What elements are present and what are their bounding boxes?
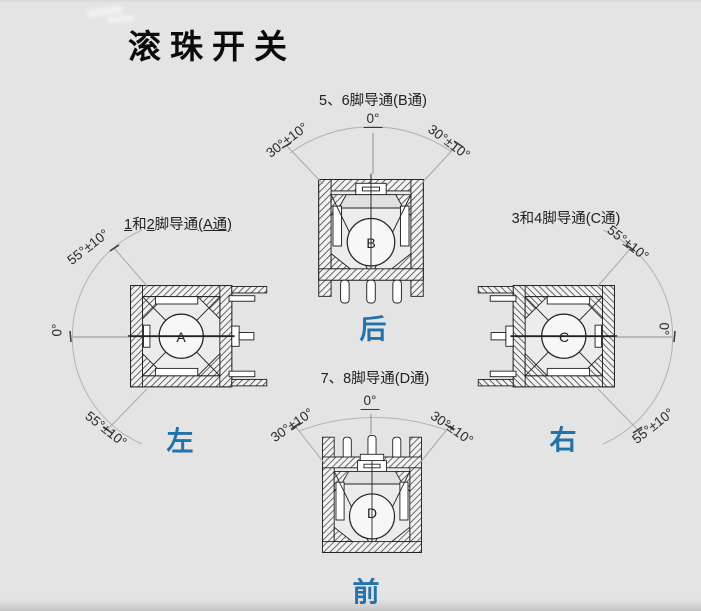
caption-seg: (A通): [198, 217, 232, 233]
ball-letter-back: B: [366, 235, 376, 251]
dimension-lines-left: [69, 229, 148, 445]
zero-angle-right: 0°: [656, 322, 672, 336]
view-caption-left: 1和2脚导通(A通): [124, 213, 232, 234]
view-caption-right: 3和4脚导通(C通): [511, 211, 621, 227]
switch-drawing-left: [126, 284, 268, 388]
direction-label-front: 前: [352, 577, 380, 608]
direction-label-left: 左: [166, 426, 194, 457]
zero-angle-back: 0°: [363, 111, 383, 128]
zero-angle-left: 0°: [49, 323, 65, 337]
switch-drawing-right: [477, 284, 619, 388]
view-caption-back: 5、6脚导通(B通): [319, 93, 427, 109]
caption-seg: 和: [132, 217, 147, 233]
ball-letter-right: C: [558, 329, 570, 345]
zero-angle-front: 0°: [360, 393, 380, 410]
view-caption-front: 7、8脚导通(D通): [320, 371, 430, 387]
ball-letter-front: D: [366, 505, 378, 521]
caption-seg: 2: [146, 217, 155, 233]
switch-drawing-front: [321, 434, 423, 553]
direction-label-right: 右: [549, 425, 577, 456]
dimension-lines-right: [597, 229, 676, 445]
dimension-lines-front: [290, 414, 455, 465]
dimension-lines-back: [281, 126, 464, 185]
direction-label-back: 后: [359, 314, 387, 345]
caption-seg: 1: [124, 217, 133, 233]
ball-letter-left: A: [176, 329, 186, 345]
caption-seg: 脚导通: [154, 217, 199, 233]
page-title: 滚珠开关: [128, 28, 296, 65]
